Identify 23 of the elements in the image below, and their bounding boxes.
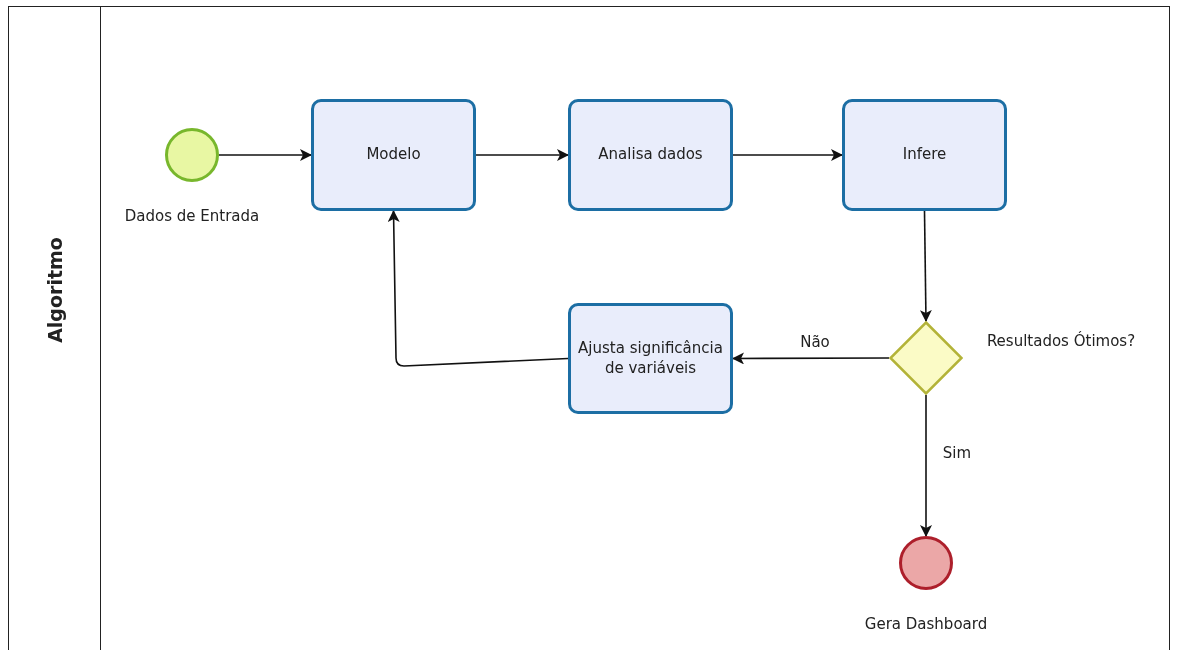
task-box xyxy=(311,99,476,211)
arrow xyxy=(732,352,890,365)
task-label: Analisa dados xyxy=(598,145,703,165)
task-label: Infere xyxy=(902,145,947,165)
task-box xyxy=(568,99,733,211)
decision-diamond xyxy=(889,321,963,395)
task-box xyxy=(842,99,1007,211)
task-box xyxy=(568,303,733,414)
lane-title: Algoritmo xyxy=(42,237,67,343)
arrow xyxy=(732,149,843,161)
task-label: Ajusta significância de variáveis xyxy=(577,339,724,378)
event-label: Resultados Ótimos? xyxy=(986,332,1136,352)
arrow xyxy=(475,149,569,161)
event-circle xyxy=(165,128,219,182)
event-label: Gera Dashboard xyxy=(864,615,988,635)
arrow xyxy=(920,394,932,537)
arrow xyxy=(387,210,569,367)
arrow xyxy=(919,210,932,322)
event-label: Dados de Entrada xyxy=(124,207,260,227)
swimlane-pool xyxy=(8,6,1170,650)
arrow xyxy=(218,149,312,161)
task-label: Modelo xyxy=(366,145,421,165)
event-circle xyxy=(899,536,953,590)
